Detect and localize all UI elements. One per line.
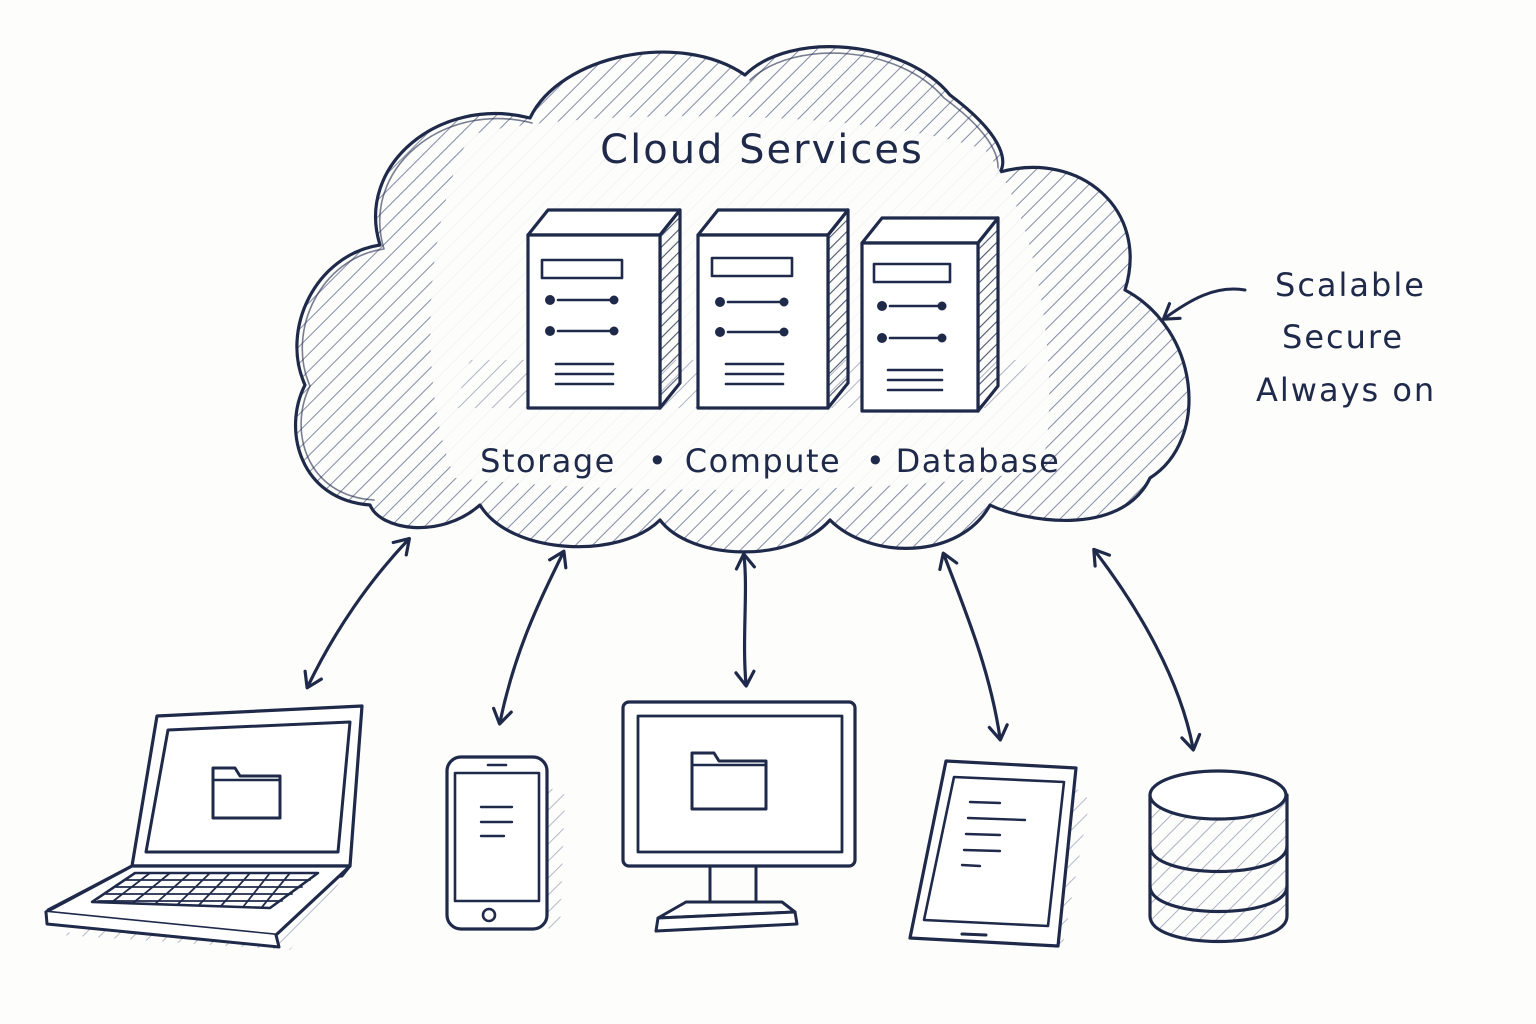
connector-database: [1092, 547, 1202, 752]
service-separator-2: •: [866, 442, 886, 480]
note-line-secure: Secure: [1282, 318, 1404, 356]
connector-phone: [492, 549, 568, 726]
connector-laptop: [303, 536, 411, 690]
note-line-scalable: Scalable: [1275, 266, 1426, 304]
server-tower-1-icon: [526, 208, 682, 410]
note-line-always-on: Always on: [1256, 371, 1436, 409]
connector-arrows: [303, 536, 1202, 752]
laptop-folder-icon: [211, 766, 282, 820]
smartphone-icon: [445, 755, 565, 931]
server-tower-2-icon: [696, 208, 850, 410]
cloud-title: Cloud Services: [600, 127, 924, 173]
service-separator-1: •: [648, 442, 668, 480]
note-arrow: [1161, 287, 1247, 321]
tablet-icon: [908, 759, 1090, 950]
service-compute-label: Compute: [685, 442, 841, 480]
laptop-icon: [44, 704, 364, 950]
desktop-folder-icon: [690, 751, 768, 811]
server-tower-3-icon: [860, 216, 1000, 413]
connector-tablet: [938, 551, 1009, 742]
desktop-monitor-icon: [621, 700, 857, 933]
service-storage-label: Storage: [480, 442, 616, 480]
database-cylinder-icon: [1148, 769, 1289, 943]
service-database-label: Database: [896, 442, 1061, 480]
connector-desktop: [734, 552, 756, 688]
